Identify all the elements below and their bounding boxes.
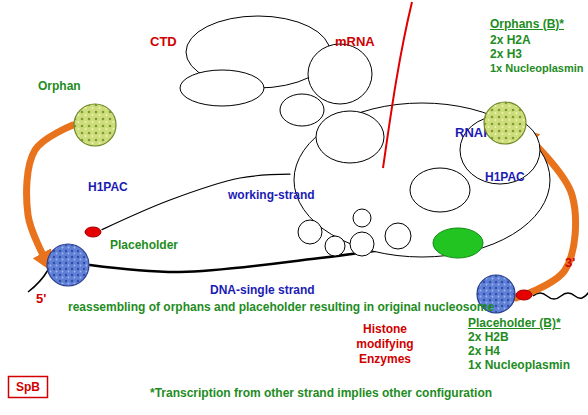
note: reassembling of orphans and placeholder … bbox=[68, 300, 240, 314]
polymerase-subunit bbox=[385, 223, 411, 249]
orphan-histone: Orphans (B)*2x H2A2x H31x Nucleoplasmin bbox=[483, 101, 527, 145]
polymerase-subunit bbox=[316, 111, 384, 163]
orphan-histone: Orphan bbox=[73, 103, 117, 147]
strand-end: 5' bbox=[36, 292, 46, 306]
placeholder-histone: Placeholder bbox=[46, 243, 90, 287]
node-shape bbox=[73, 103, 117, 147]
histone-circle bbox=[477, 275, 515, 313]
node-shape bbox=[483, 101, 527, 145]
part-name: mRNA bbox=[335, 35, 375, 49]
node-list-item: 1x Nucleoplasmin bbox=[468, 358, 570, 372]
polymerase-lobe bbox=[280, 94, 324, 126]
node-label: SpB bbox=[8, 376, 48, 398]
node-label: H1PAC bbox=[485, 170, 525, 184]
node-label: Histone modifying Enzymes bbox=[345, 322, 425, 367]
polymerase-subunit bbox=[325, 236, 345, 256]
node-shape bbox=[432, 227, 484, 259]
node-list-item: 2x H2A bbox=[490, 33, 531, 47]
strand-label: working-strand bbox=[228, 188, 288, 202]
protein-ellipse bbox=[516, 290, 532, 300]
node-shape bbox=[476, 274, 516, 314]
node-shape bbox=[515, 289, 533, 301]
dna-strand bbox=[28, 270, 48, 292]
node-list-item: 2x H2B bbox=[468, 330, 509, 344]
footnote: *Transcription from other strand implies… bbox=[150, 386, 492, 400]
node-list-item: 2x H4 bbox=[468, 344, 500, 358]
polymerase-subunit bbox=[410, 168, 470, 212]
polymerase-body bbox=[294, 103, 550, 257]
polymerase-subunit bbox=[350, 232, 374, 256]
placeholder-histone: Placeholder (B)*2x H2B2x H41x Nucleoplas… bbox=[476, 274, 516, 314]
h1pac-protein: H1PAC bbox=[515, 289, 533, 301]
node-list-item: 1x Nucleoplasmin bbox=[490, 61, 584, 75]
strand-label: DNA-single strand bbox=[210, 283, 315, 297]
node-label: Placeholder (B)* bbox=[468, 316, 561, 330]
node-shape bbox=[46, 243, 90, 287]
node-label: Orphan bbox=[38, 79, 81, 93]
protein-ellipse bbox=[433, 228, 483, 258]
signature-box: SpB bbox=[8, 376, 48, 398]
node-shape bbox=[84, 226, 102, 238]
transfer-arrow bbox=[27, 125, 73, 261]
part-name: CTD bbox=[150, 35, 177, 49]
node-label: Placeholder bbox=[110, 238, 178, 252]
node-label: Orphans (B)* bbox=[490, 17, 564, 31]
ctd-lobe bbox=[180, 70, 264, 106]
enzyme-ellipse: Histone modifying Enzymes bbox=[432, 227, 484, 259]
histone-circle bbox=[74, 104, 116, 146]
dna-strand bbox=[533, 292, 588, 299]
strand-end: 3' bbox=[565, 256, 575, 270]
protein-ellipse bbox=[85, 227, 101, 237]
h1pac-protein: H1PAC bbox=[84, 226, 102, 238]
polymerase-subunit bbox=[298, 220, 322, 244]
histone-circle bbox=[47, 244, 89, 286]
node-label: H1PAC bbox=[88, 180, 128, 194]
polymerase-subunit bbox=[353, 209, 371, 227]
dna-strand bbox=[102, 174, 290, 229]
polymerase-lobe bbox=[308, 44, 372, 104]
histone-circle bbox=[484, 102, 526, 144]
box-outline bbox=[9, 377, 48, 398]
node-list-item: 2x H3 bbox=[490, 47, 522, 61]
